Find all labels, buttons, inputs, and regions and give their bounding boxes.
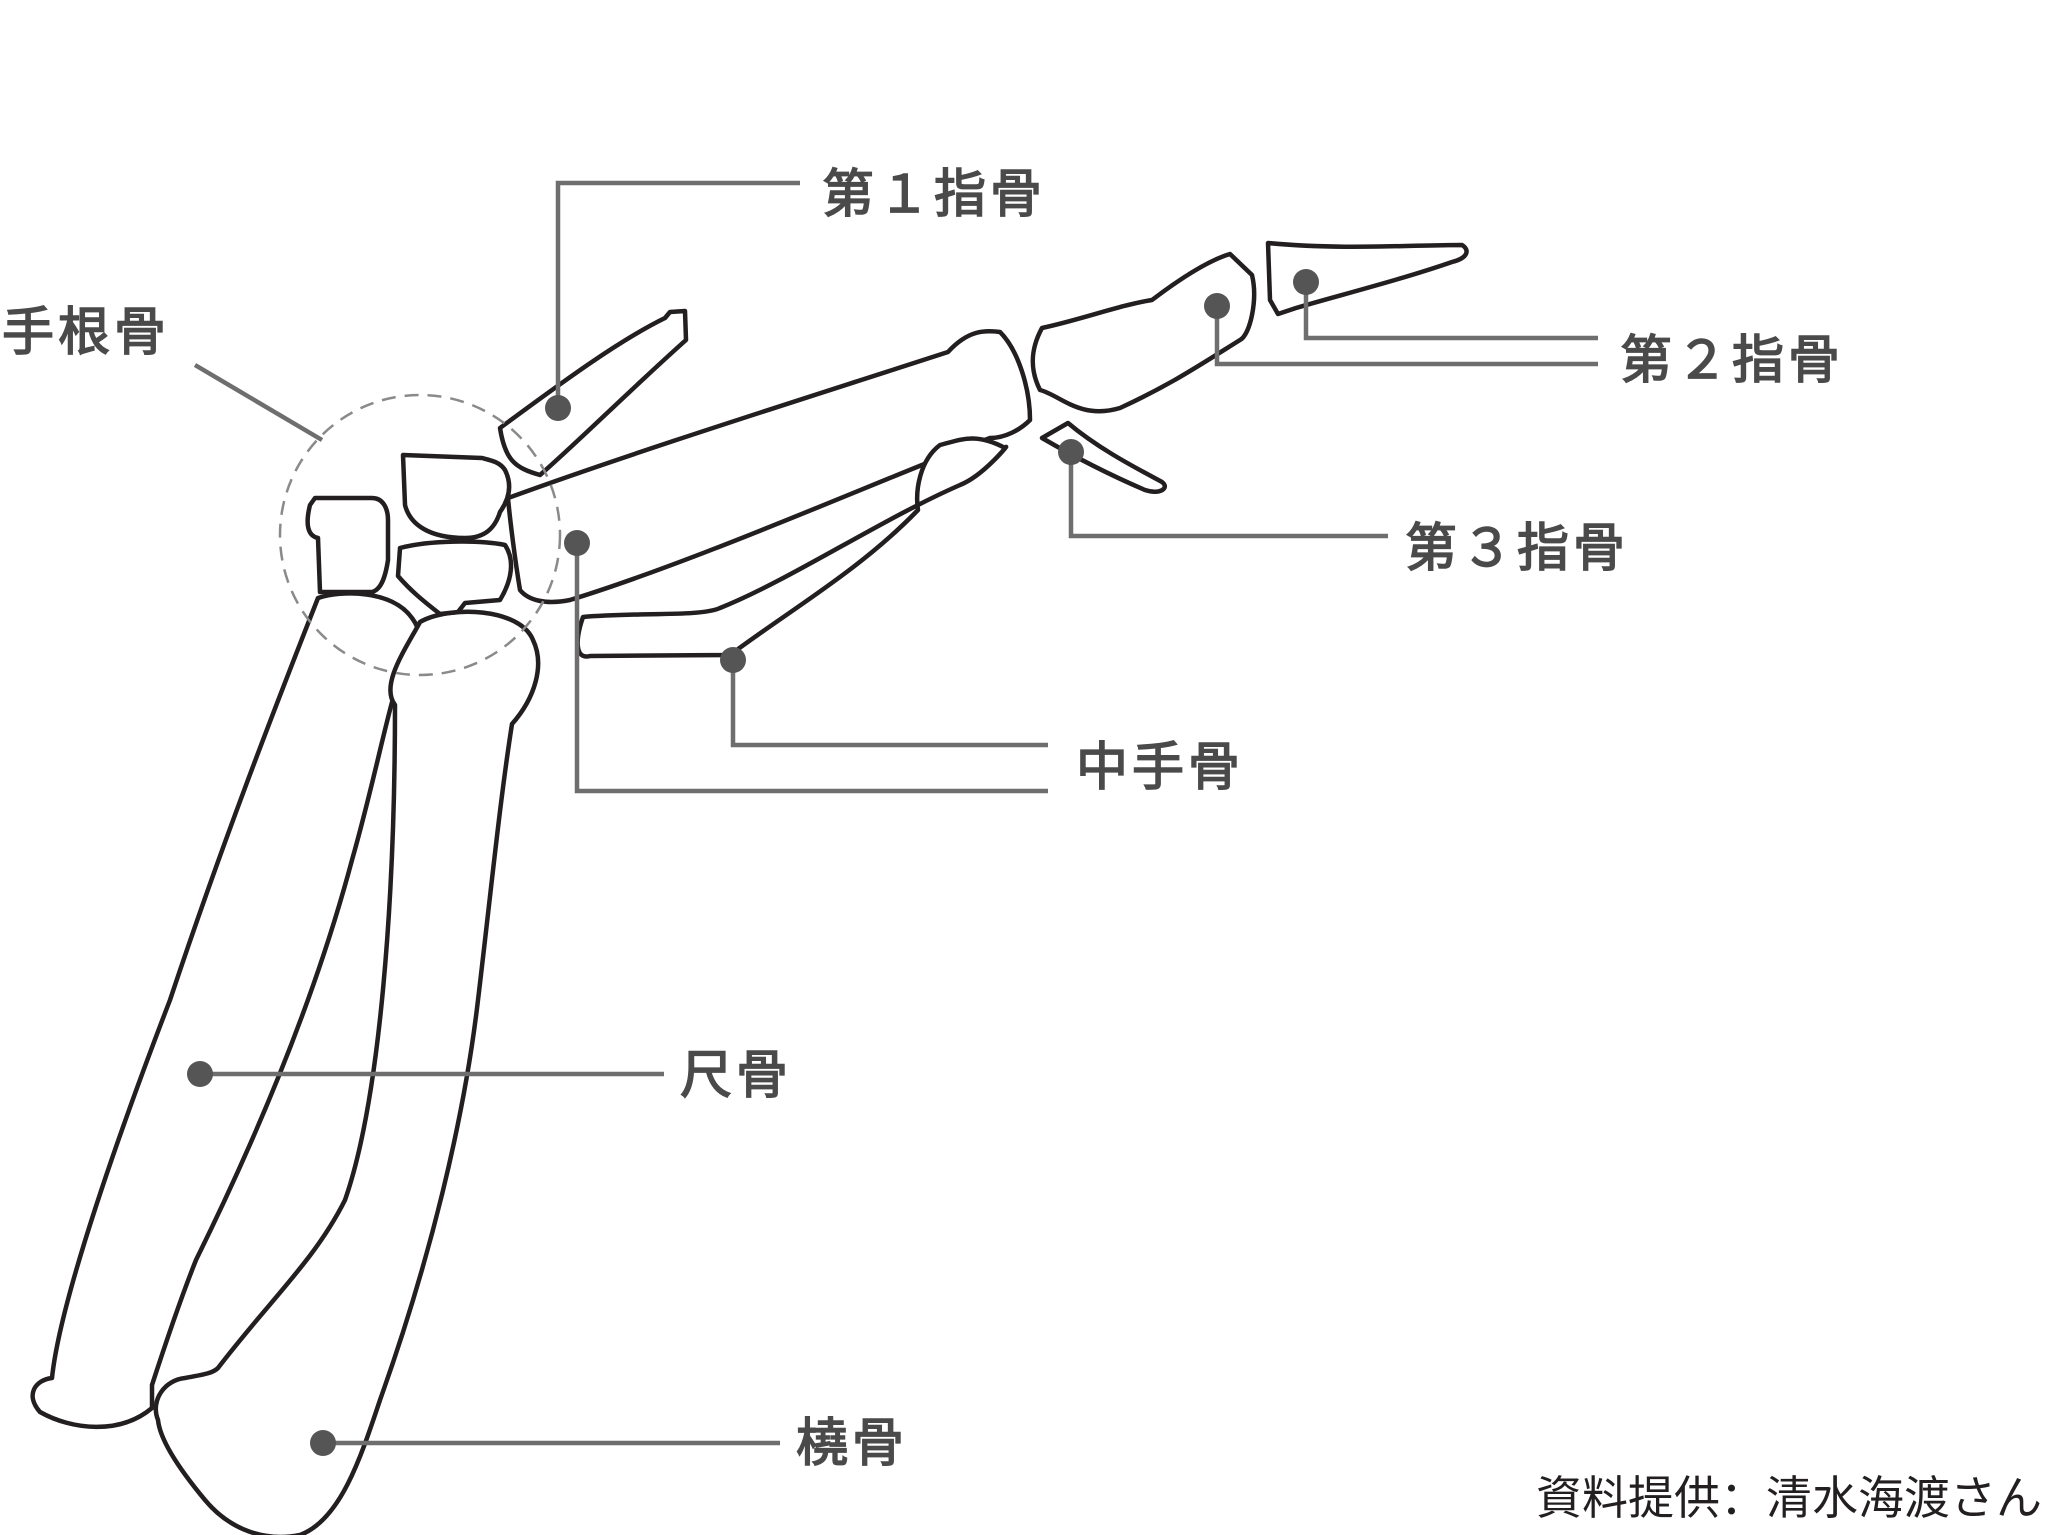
label-phalanx3: 第３指骨 xyxy=(1405,519,1629,579)
carpal-region-outline xyxy=(278,393,562,677)
label-carpal: 手根骨 xyxy=(2,303,170,363)
credit-text: 資料提供：清水海渡さん xyxy=(1536,1471,2042,1525)
carpal-bone-middle xyxy=(395,539,514,617)
carpal-bone-upper xyxy=(400,452,512,541)
leader-carpal xyxy=(193,363,324,442)
phalanx1-bone xyxy=(497,308,689,478)
label-phalanx1: 第１指骨 xyxy=(822,165,1046,225)
label-ulna: 尺骨 xyxy=(680,1046,792,1106)
marker-phalanx2-distal xyxy=(1293,269,1319,295)
metacarpal-major-bone xyxy=(505,328,1033,605)
leader-phalanx2-distal xyxy=(1303,280,1598,341)
marker-metacarpal-minor xyxy=(720,647,746,673)
marker-phalanx3 xyxy=(1058,439,1084,465)
leader-phalanx3 xyxy=(1068,452,1388,539)
label-radius: 橈骨 xyxy=(796,1414,908,1474)
carpal-bone-left xyxy=(305,495,391,595)
marker-ulna xyxy=(187,1061,213,1087)
leader-metacarpal-major xyxy=(574,543,1048,794)
phalanx2-distal-bone xyxy=(1265,240,1469,317)
phalanx2-proximal-bone xyxy=(1030,251,1257,414)
marker-radius xyxy=(310,1430,336,1456)
leader-metacarpal-minor xyxy=(730,660,1048,748)
radius-bone xyxy=(153,609,541,1535)
label-phalanx2: 第２指骨 xyxy=(1620,331,1844,391)
marker-phalanx1 xyxy=(545,395,571,421)
marker-metacarpal-major xyxy=(564,530,590,556)
marker-phalanx2-proximal xyxy=(1204,293,1230,319)
leader-phalanx1 xyxy=(555,180,800,408)
label-metacarpal: 中手骨 xyxy=(1076,738,1244,798)
leader-phalanx2-proximal xyxy=(1214,306,1598,367)
metacarpal-minor-bone xyxy=(575,436,1009,659)
